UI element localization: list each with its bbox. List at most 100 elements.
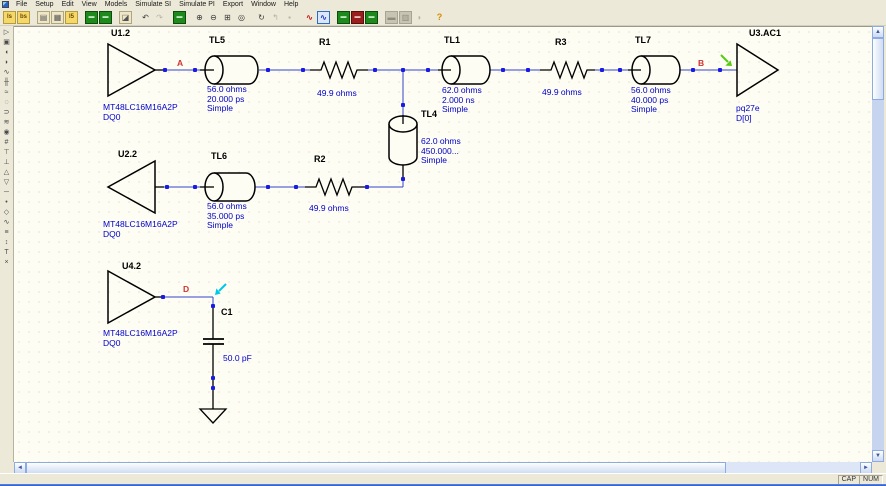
spectrum-tool-icon[interactable]: ≡ — [4, 229, 9, 236]
transmission-line-tool-icon[interactable]: ⊃ — [3, 109, 10, 116]
u1-refdes-label[interactable]: U1.2 — [111, 28, 131, 38]
tl4-values-label[interactable]: 62.0 ohms 450.000... Simple — [421, 136, 461, 166]
u4-model-label[interactable]: MT48LC16M16A2P DQ0 — [103, 328, 178, 348]
menu-window[interactable]: Window — [251, 1, 276, 8]
wire-tool-icon[interactable]: ─ — [4, 189, 9, 196]
stimulus-tool-icon[interactable]: ↕ — [4, 239, 9, 246]
tl5-transmission-line-symbol[interactable] — [200, 55, 259, 85]
r1-resistor-symbol[interactable] — [310, 60, 368, 80]
menu-help[interactable]: Help — [284, 1, 299, 8]
save-design-button[interactable]: ▦ — [51, 10, 64, 24]
u3-model-label[interactable]: pq27e D[0] — [736, 103, 760, 123]
tl4-transmission-line-symbol[interactable] — [388, 115, 418, 179]
new-boardsim-button[interactable]: bs — [17, 10, 30, 24]
schematic-view-button[interactable]: ▬ — [85, 10, 98, 24]
board-view-button[interactable]: ▬ — [99, 10, 112, 24]
u3-buffer-symbol[interactable] — [736, 42, 780, 98]
menu-models[interactable]: Models — [104, 1, 128, 8]
tl6-transmission-line-symbol[interactable] — [200, 172, 256, 202]
schematic-canvas[interactable]: U1.2 TL5 R1 TL1 R3 TL7 U3.AC1 TL4 U2.2 T… — [14, 26, 872, 462]
r2-refdes-label[interactable]: R2 — [314, 154, 326, 164]
open-design-button[interactable]: ▤ — [37, 10, 50, 24]
u4-buffer-symbol[interactable] — [107, 269, 164, 325]
zoom-out-button[interactable]: ⊖ — [210, 12, 217, 22]
redo-button[interactable]: ↷ — [156, 12, 163, 22]
options-button[interactable]: ▥ — [399, 10, 412, 24]
output-buffer-tool-icon[interactable]: ◖ — [4, 49, 9, 56]
u3-refdes-label[interactable]: U3.AC1 — [749, 28, 782, 38]
c1-refdes-label[interactable]: C1 — [221, 307, 233, 317]
menu-view[interactable]: View — [81, 1, 97, 8]
text-tool-icon[interactable]: T — [4, 249, 9, 256]
via-tool-icon[interactable]: ◉ — [3, 129, 10, 136]
report-button[interactable]: ▬ — [385, 10, 398, 24]
power-supply-tool-icon[interactable]: △ — [3, 169, 10, 176]
pan-view-button[interactable]: ↻ — [258, 12, 265, 22]
tl5-refdes-label[interactable]: TL5 — [209, 35, 226, 45]
u4-refdes-label[interactable]: U4.2 — [122, 261, 142, 271]
connector-tool-icon[interactable]: # — [4, 139, 9, 146]
ground-tool-icon[interactable]: ▽ — [3, 179, 10, 186]
new-linesim-button[interactable]: ls — [3, 10, 16, 24]
u2-model-label[interactable]: MT48LC16M16A2P DQ0 — [103, 219, 178, 239]
select-tool-icon[interactable]: ▷ — [3, 29, 10, 36]
net-label-d[interactable]: D — [183, 284, 190, 294]
previous-view-button[interactable]: ↰ — [272, 12, 279, 22]
net-label-a[interactable]: A — [177, 58, 184, 68]
help-button[interactable]: ? — [436, 11, 443, 22]
zoom-fit-button[interactable]: ⊞ — [224, 12, 231, 22]
junction-tool-icon[interactable]: • — [5, 199, 8, 206]
menu-edit[interactable]: Edit — [61, 1, 74, 8]
menu-simulate-si[interactable]: Simulate SI — [135, 1, 172, 8]
u2-buffer-symbol[interactable] — [106, 159, 164, 215]
u1-model-label[interactable]: MT48LC16M16A2P DQ0 — [103, 102, 178, 122]
net-label-b[interactable]: B — [698, 58, 705, 68]
stop-button[interactable]: ▪ — [288, 12, 291, 22]
ic-component-tool-icon[interactable]: ▣ — [3, 39, 10, 46]
padstack-editor-button[interactable]: ▬ — [351, 10, 364, 24]
tl1-values-label[interactable]: 62.0 ohms 2.000 ns Simple — [442, 85, 482, 115]
pulldown-resistor-tool-icon[interactable]: ⊥ — [3, 159, 10, 166]
tl1-refdes-label[interactable]: TL1 — [444, 35, 461, 45]
edit-net-button[interactable]: ∿ — [306, 12, 313, 22]
ground-symbol[interactable] — [198, 408, 228, 424]
zoom-in-button[interactable]: ⊕ — [196, 12, 203, 22]
stackup-editor-button[interactable]: ▬ — [337, 10, 350, 24]
tl6-refdes-label[interactable]: TL6 — [211, 151, 228, 161]
r3-resistor-symbol[interactable] — [540, 60, 595, 80]
oscilloscope-button[interactable]: ∿ — [317, 10, 330, 24]
r2-resistor-symbol[interactable] — [305, 177, 368, 197]
center-view-button[interactable]: ◎ — [238, 12, 245, 22]
r2-value-label[interactable]: 49.9 ohms — [309, 203, 349, 213]
board-browser-button[interactable]: ▬ — [173, 10, 186, 24]
menu-export[interactable]: Export — [222, 1, 244, 8]
r1-value-label[interactable]: 49.9 ohms — [317, 88, 357, 98]
ferrite-bead-tool-icon[interactable]: ◌ — [4, 99, 9, 106]
resistor-tool-icon[interactable]: ∿ — [3, 69, 10, 76]
eraser-button[interactable]: ◪ — [119, 10, 132, 24]
tl6-values-label[interactable]: 56.0 ohms 35.000 ps Simple — [207, 201, 247, 231]
sweep-manager-button[interactable]: ◗ — [417, 12, 422, 22]
u2-refdes-label[interactable]: U2.2 — [118, 149, 138, 159]
input-buffer-tool-icon[interactable]: ◗ — [4, 59, 9, 66]
pullup-resistor-tool-icon[interactable]: ⊤ — [3, 149, 10, 156]
r3-refdes-label[interactable]: R3 — [555, 37, 567, 47]
c1-capacitor-symbol[interactable] — [203, 306, 224, 409]
capacitor-tool-icon[interactable]: ╫ — [4, 79, 9, 86]
menu-file[interactable]: File — [16, 1, 28, 8]
c1-value-label[interactable]: 50.0 pF — [223, 353, 252, 363]
u1-buffer-symbol[interactable] — [107, 42, 164, 98]
tl4-refdes-label[interactable]: TL4 — [421, 109, 438, 119]
r1-refdes-label[interactable]: R1 — [319, 37, 331, 47]
spectrum-analyzer-button[interactable]: ▬ — [365, 10, 378, 24]
inductor-tool-icon[interactable]: ≈ — [4, 89, 9, 96]
scroll-up-button[interactable]: ▲ — [872, 26, 884, 38]
open-recent-button[interactable]: l5 — [65, 10, 78, 24]
delete-tool-icon[interactable]: × — [4, 259, 9, 266]
tl7-transmission-line-symbol[interactable] — [628, 55, 681, 85]
tl7-values-label[interactable]: 56.0 ohms 40.000 ps Simple — [631, 85, 671, 115]
vertical-scrollbar[interactable]: ▲ ▼ — [872, 26, 884, 462]
oscilloscope-probe-tool-icon[interactable]: ∿ — [3, 219, 10, 226]
menu-simulate-pi[interactable]: Simulate PI — [179, 1, 215, 8]
scroll-down-button[interactable]: ▼ — [872, 450, 884, 462]
